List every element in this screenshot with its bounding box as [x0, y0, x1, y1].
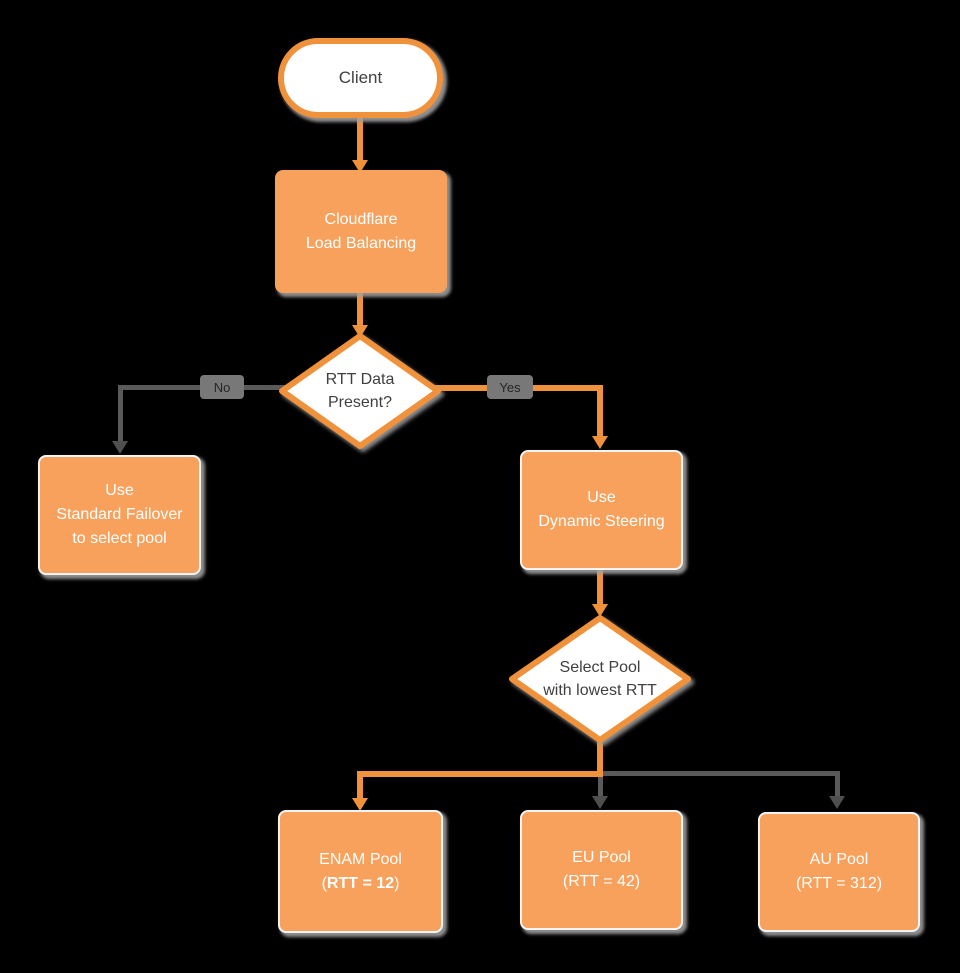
node-load-balancer-line1: Cloudflare	[324, 210, 398, 228]
node-select-pool-line2: with lowest RTT	[543, 682, 657, 699]
node-select-pool: Select Pool with lowest RTT	[508, 614, 692, 744]
node-enam-pool-paren-open: (	[321, 874, 327, 892]
node-eu-pool: EU Pool (RTT = 42)	[520, 810, 683, 930]
node-select-pool-line1: Select Pool	[559, 659, 641, 676]
connector-yes-vertical	[597, 385, 603, 436]
connector-lb-to-rtt	[357, 291, 363, 325]
arrowhead-lb-to-rtt	[352, 325, 368, 338]
edge-label-yes-text: Yes	[499, 379, 521, 395]
node-rtt-decision-line2: Present?	[327, 394, 393, 411]
node-client: Client	[278, 38, 443, 118]
connector-enam-horizontal	[357, 771, 603, 777]
edge-label-no: No	[200, 375, 244, 399]
arrowhead-ds-to-select	[592, 604, 608, 617]
arrowhead-yes	[592, 436, 608, 449]
node-standard-failover-line2: Standard Failover	[56, 506, 183, 523]
node-eu-pool-line1: EU Pool	[572, 849, 631, 866]
node-standard-failover-line1: Use	[105, 482, 134, 499]
node-au-pool: AU Pool (RTT = 312)	[758, 812, 920, 932]
diamond-shape-icon	[279, 333, 441, 449]
connector-ds-to-select	[597, 570, 603, 604]
node-rtt-decision: RTT Data Present?	[278, 332, 442, 450]
arrowhead-enam	[352, 798, 368, 811]
node-enam-pool-rtt-value: RTT = 12	[326, 874, 395, 892]
node-au-pool-line2: (RTT = 312)	[795, 875, 883, 892]
node-rtt-decision-text: RTT Data Present?	[278, 332, 442, 450]
arrowhead-eu	[592, 796, 608, 809]
node-dynamic-steering-line2: Dynamic Steering	[538, 513, 665, 530]
connector-client-to-lb	[357, 114, 363, 160]
node-eu-pool-line2: (RTT = 42)	[562, 873, 641, 890]
arrowhead-no	[112, 441, 128, 454]
connector-no-vertical	[118, 385, 123, 441]
connector-enam-stub	[597, 740, 603, 777]
arrowhead-client-to-lb	[352, 160, 368, 173]
connector-au-horizontal	[600, 771, 840, 776]
node-dynamic-steering: Use Dynamic Steering	[520, 450, 683, 570]
node-standard-failover-line3: to select pool	[72, 530, 167, 547]
node-rtt-decision-line1: RTT Data	[325, 371, 395, 388]
node-au-pool-line1: AU Pool	[809, 851, 869, 868]
node-standard-failover: Use Standard Failover to select pool	[38, 455, 201, 575]
edge-label-no-text: No	[213, 379, 231, 395]
node-load-balancer: Cloudflare Load Balancing	[275, 170, 447, 293]
node-enam-pool-paren-close: )	[394, 874, 400, 892]
node-dynamic-steering-line1: Use	[587, 489, 616, 506]
node-enam-pool-line2: (RTT = 12)	[322, 872, 400, 896]
node-enam-pool-line1: ENAM Pool	[319, 850, 402, 868]
arrowhead-au	[829, 796, 845, 809]
node-select-pool-text: Select Pool with lowest RTT	[508, 614, 692, 744]
connector-au-vertical	[835, 771, 840, 796]
edge-label-yes: Yes	[487, 375, 533, 399]
diamond-shape-icon	[509, 615, 691, 743]
node-load-balancer-line2: Load Balancing	[305, 234, 417, 252]
node-enam-pool: ENAM Pool (RTT = 12)	[278, 810, 443, 933]
node-client-label: Client	[338, 68, 383, 87]
connector-enam-vertical	[357, 771, 363, 798]
